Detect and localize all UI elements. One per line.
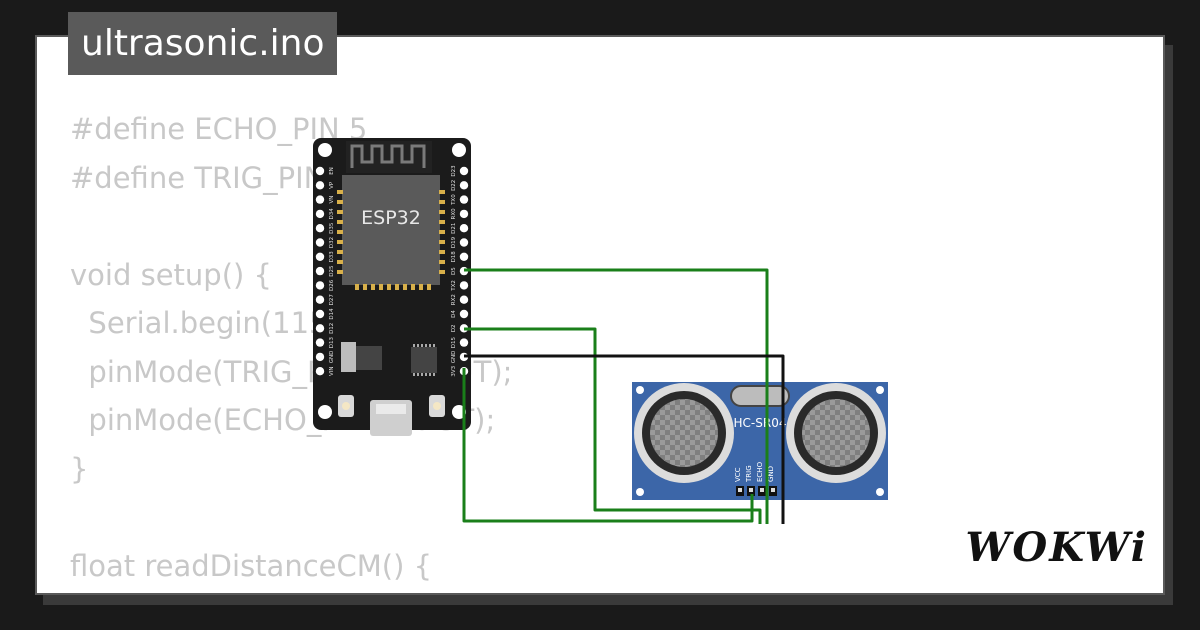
voltage-regulator [356, 346, 382, 370]
pin-d15[interactable] [459, 338, 469, 347]
wire-vcc-3v3[interactable] [462, 368, 754, 523]
wires [462, 268, 785, 524]
pin-gnd[interactable] [315, 352, 325, 362]
pin-label: D25 [329, 265, 335, 277]
pin-d34[interactable] [315, 209, 325, 219]
sensor-pin-label: GND [767, 466, 775, 482]
esp32-board[interactable]: ESP32 ENVPVND34D35D32D33D25D26D27D14D12D… [313, 138, 471, 436]
boot-button[interactable] [429, 395, 445, 417]
pin-label: GND [329, 351, 335, 364]
pin-tx2[interactable] [459, 281, 469, 290]
pin-label: D23 [451, 165, 457, 177]
regulator-tab [341, 342, 356, 372]
antenna-trace [346, 141, 432, 173]
wire-trig-d2[interactable] [464, 327, 762, 524]
sensor-label: HC-SR04 [734, 416, 787, 430]
en-button[interactable] [338, 395, 354, 417]
pin-label: D33 [329, 251, 335, 263]
pin-label: D18 [451, 251, 457, 263]
pin-label: 3V3 [451, 365, 457, 376]
pin-d32[interactable] [315, 238, 325, 247]
pin-d26[interactable] [315, 281, 325, 290]
pin-d23[interactable] [459, 166, 469, 176]
pin-label: TX2 [451, 280, 457, 292]
pin-d35[interactable] [315, 224, 325, 233]
transducer-left [634, 383, 734, 483]
pin-d12[interactable] [315, 324, 325, 333]
pin-label: D15 [451, 336, 457, 348]
wire-echo-d5[interactable] [464, 268, 769, 524]
pin-label: D27 [329, 294, 335, 306]
esp32-chip-label: ESP32 [361, 207, 421, 229]
pin-label: D34 [329, 208, 335, 220]
code-line: void setup() { [70, 257, 272, 292]
pin-d14[interactable] [315, 309, 325, 319]
pin-rx2[interactable] [459, 295, 469, 304]
pin-label: VN [329, 196, 335, 204]
crystal-oscillator [730, 385, 790, 407]
pin-label: D5 [451, 267, 457, 275]
pin-en[interactable] [315, 166, 325, 176]
pin-label: RX0 [451, 208, 457, 220]
pin-d19[interactable] [459, 238, 469, 247]
pin-d27[interactable] [315, 295, 325, 304]
pin-vin[interactable] [315, 367, 325, 376]
pin-d4[interactable] [459, 309, 469, 319]
pin-d21[interactable] [459, 224, 469, 233]
pin-label: VP [329, 181, 335, 189]
wokwi-logo: WOKWi [965, 524, 1148, 571]
pin-rx0[interactable] [459, 209, 469, 219]
file-title: ultrasonic.ino [68, 12, 338, 75]
pin-label: VIN [329, 366, 335, 376]
pin-label: TX0 [451, 194, 457, 206]
pin-label: D12 [329, 323, 335, 334]
wire-gnd[interactable] [464, 354, 785, 524]
pin-label: GND [451, 351, 457, 364]
pin-d25[interactable] [315, 266, 325, 276]
sensor-pin-label: ECHO [756, 461, 764, 482]
pin-d18[interactable] [459, 252, 469, 261]
pin-vp[interactable] [315, 181, 325, 190]
pin-label: D21 [451, 223, 457, 234]
pin-label: D26 [329, 279, 335, 291]
code-line: } [70, 451, 89, 486]
sensor-pin-label: VCC [734, 467, 742, 482]
code-line: float readDistanceCM() { [70, 548, 433, 583]
pin-d22[interactable] [459, 181, 469, 190]
pin-d13[interactable] [315, 338, 325, 347]
pin-label: D13 [329, 336, 335, 348]
pin-label: D4 [451, 310, 457, 318]
pin-label: D19 [451, 236, 457, 248]
pin-label: D22 [451, 180, 457, 191]
pin-label: RX2 [451, 294, 457, 305]
pin-d33[interactable] [315, 252, 325, 261]
pin-label: D35 [329, 222, 335, 234]
sensor-pin-label: TRIG [745, 465, 753, 483]
pin-label: EN [329, 167, 335, 175]
pin-label: D2 [451, 324, 457, 332]
esp32-module [342, 175, 440, 285]
pin-label: D14 [329, 308, 335, 320]
pin-tx0[interactable] [459, 195, 469, 204]
pin-vn[interactable] [315, 195, 325, 204]
pin-label: D32 [329, 237, 335, 248]
transducer-right [786, 383, 886, 483]
usb-chip [411, 347, 437, 373]
